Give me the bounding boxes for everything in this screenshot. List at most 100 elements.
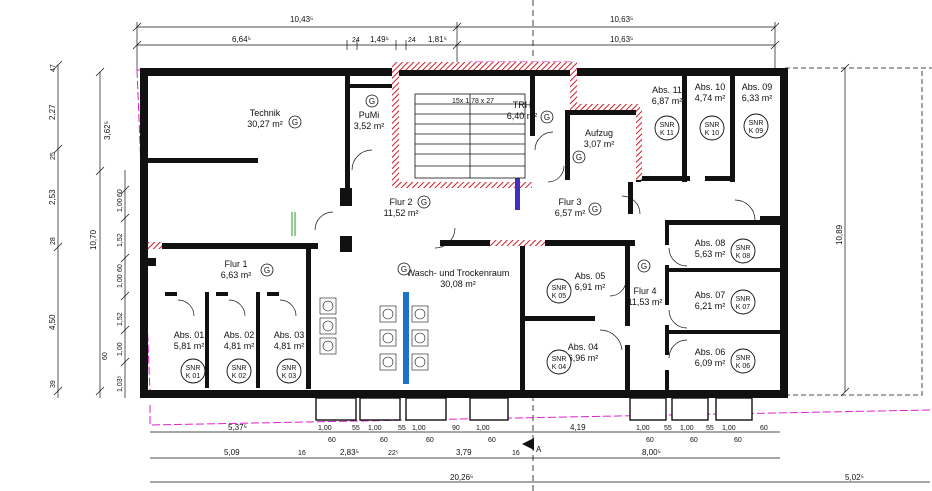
dim-bottom-extra: 5,02⁵ bbox=[845, 473, 864, 482]
smoke-detector-circle bbox=[637, 259, 651, 273]
dim-top-row2-b: 24 bbox=[352, 37, 360, 44]
smoke-detector-symbol: G bbox=[592, 205, 598, 214]
top-dimensions bbox=[132, 22, 780, 70]
smoke-detector-icon: G bbox=[637, 259, 651, 273]
room-name-abs11: Abs. 11 bbox=[652, 85, 682, 95]
dim-left-h: 1,00 bbox=[117, 198, 124, 212]
snr-unit: K 11 bbox=[660, 130, 674, 137]
dim-bottom-sub-5: 60 bbox=[690, 437, 698, 444]
room-name-abs05: Abs. 05 bbox=[575, 271, 606, 281]
snr-label: SNR bbox=[232, 365, 247, 372]
smoke-detector-icon: G bbox=[365, 94, 379, 108]
dim-bottom-9: 1,00 bbox=[636, 425, 650, 432]
smoke-detector-circle bbox=[417, 195, 431, 209]
smoke-detector-symbol: G bbox=[576, 153, 582, 162]
room-area-technik: 30,27 m² bbox=[247, 119, 283, 129]
staircase bbox=[414, 93, 526, 179]
dim-left-o: 1,00 bbox=[117, 342, 124, 356]
snr-circle bbox=[743, 113, 769, 139]
room-name-abs07: Abs. 07 bbox=[695, 290, 726, 300]
dim-bottom-sub-1: 60 bbox=[380, 437, 388, 444]
dim-left-p: 60 bbox=[102, 352, 109, 360]
dim-left-top: 47 bbox=[50, 64, 57, 72]
dim-bottom-2: 55 bbox=[352, 425, 360, 432]
smoke-detector-symbol: G bbox=[421, 198, 427, 207]
snr-label: SNR bbox=[660, 122, 675, 129]
smoke-detector-symbol: G bbox=[544, 113, 550, 122]
smoke-detector-circle bbox=[588, 202, 602, 216]
snr-circle bbox=[276, 358, 302, 384]
room-area-flur1: 6,63 m² bbox=[221, 270, 252, 280]
room-area-abs09: 6,33 m² bbox=[742, 93, 773, 103]
fire-walls bbox=[148, 62, 642, 384]
snr-circle bbox=[730, 289, 756, 315]
snr-unit: K 06 bbox=[736, 363, 751, 370]
room-area-trh: 6,40 m² bbox=[507, 111, 538, 121]
doors bbox=[177, 131, 756, 359]
room-area-abs08: 5,63 m² bbox=[695, 249, 726, 259]
dim-left-m: 60 bbox=[117, 264, 124, 272]
dim-left-a: 2,27 bbox=[48, 104, 57, 120]
smoke-detector-icon: G bbox=[417, 195, 431, 209]
dim-top-row2-c: 1,49⁵ bbox=[370, 35, 389, 44]
room-area-abs11: 6,87 m² bbox=[652, 96, 683, 106]
smoke-detector-symbol: G bbox=[292, 118, 298, 127]
dim-right: 10,89 bbox=[835, 224, 844, 245]
snr-circle bbox=[180, 358, 206, 384]
room-name-abs09: Abs. 09 bbox=[742, 82, 773, 92]
dim-bottom-row2-0: 5,09 bbox=[224, 448, 240, 457]
smoke-detector-icon: G bbox=[572, 150, 586, 164]
room-area-abs06: 6,09 m² bbox=[695, 358, 726, 368]
room-name-flur4: Flur 4 bbox=[633, 286, 656, 296]
dim-left-b: 3,62⁵ bbox=[103, 121, 112, 140]
snr-label: SNR bbox=[736, 355, 751, 362]
dim-bottom-row2-3: 22⁵ bbox=[388, 450, 399, 457]
smoke-detector-icon: G bbox=[588, 202, 602, 216]
dim-top-left: 10,43⁵ bbox=[290, 15, 313, 24]
dim-left-k: 1,52 bbox=[117, 233, 124, 247]
dim-bottom-row2-5: 16 bbox=[512, 450, 520, 457]
snr-unit: K 07 bbox=[736, 304, 751, 311]
snr-circle bbox=[226, 358, 252, 384]
dim-bottom-sub-6: 60 bbox=[734, 437, 742, 444]
snr-circle bbox=[730, 238, 756, 264]
dim-top-right: 10,63⁵ bbox=[610, 15, 633, 24]
smoke-detector-circle bbox=[260, 263, 274, 277]
smoke-detector-circle bbox=[288, 115, 302, 129]
room-name-abs08: Abs. 08 bbox=[695, 238, 726, 248]
snr-unit: K 05 bbox=[552, 293, 567, 300]
dim-left-c: 2,53 bbox=[48, 189, 57, 205]
snr-label: SNR bbox=[705, 122, 720, 129]
dim-top-row2-a: 6,64⁵ bbox=[232, 35, 251, 44]
room-name-abs03: Abs. 03 bbox=[274, 330, 305, 340]
snr-circle bbox=[546, 278, 572, 304]
smoke-detector-icon: G bbox=[540, 110, 554, 124]
dim-top-row2-e: 1,81⁵ bbox=[428, 35, 447, 44]
smoke-detector-icon: G bbox=[260, 263, 274, 277]
left-dim-labels: 2,27 3,62⁵ 2,53 10,70 4,50 39 25 1,00 60… bbox=[48, 64, 124, 392]
dim-left-n: 1,52 bbox=[117, 312, 124, 326]
dim-bottom-sub-4: 60 bbox=[646, 437, 654, 444]
dim-top-row2-f: 10,63⁵ bbox=[610, 35, 633, 44]
snr-unit: K 01 bbox=[186, 373, 201, 380]
room-name-abs04: Abs. 04 bbox=[568, 342, 599, 352]
smoke-detector-circle bbox=[540, 110, 554, 124]
room-area-aufzug: 3,07 m² bbox=[584, 139, 615, 149]
snr-label: SNR bbox=[552, 356, 567, 363]
room-area-abs05: 6,91 m² bbox=[575, 282, 606, 292]
dim-left-l: 1,00 bbox=[117, 274, 124, 288]
dim-left-g: 25 bbox=[50, 152, 57, 160]
dim-bottom-5: 1,00 bbox=[412, 425, 426, 432]
room-name-abs02: Abs. 02 bbox=[224, 330, 255, 340]
dim-bottom-11: 1,00 bbox=[680, 425, 694, 432]
smoke-detector-symbol: G bbox=[264, 266, 270, 275]
snr-label: SNR bbox=[736, 245, 751, 252]
dim-left-q: 1,03⁵ bbox=[117, 375, 124, 392]
room-area-abs07: 6,21 m² bbox=[695, 301, 726, 311]
